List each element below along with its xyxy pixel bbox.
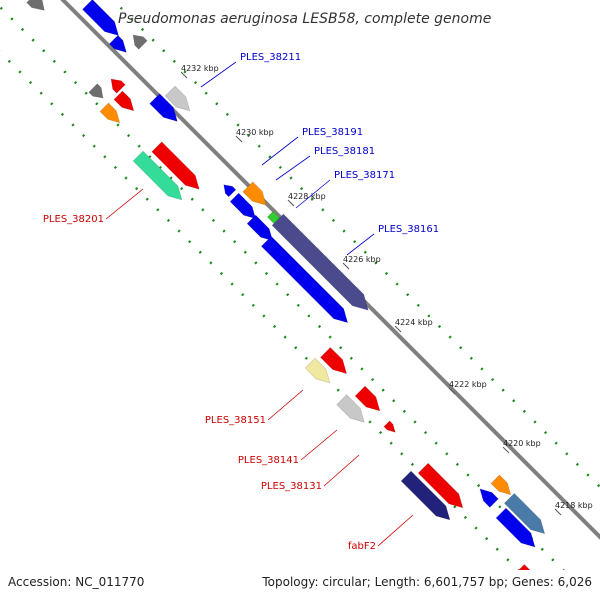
feature-gene-ples38131-red[interactable] bbox=[383, 420, 398, 435]
gene-label-text: PLES_38161 bbox=[378, 224, 439, 235]
tick-7: 4218 kbp bbox=[554, 501, 593, 516]
gene-label-forward-0[interactable]: PLES_38211 bbox=[200, 52, 301, 88]
tick-label-7: 4218 kbp bbox=[555, 501, 593, 510]
feature-gene-right-blue-a[interactable] bbox=[476, 485, 499, 508]
tick-label-5: 4222 kbp bbox=[449, 380, 487, 389]
gene-label-text: PLES_38141 bbox=[238, 455, 299, 466]
feature-gene-left-orange[interactable] bbox=[99, 102, 124, 127]
feature-gene-ples38161-slate[interactable] bbox=[271, 213, 374, 316]
tick-1: 4230 kbp bbox=[235, 128, 274, 143]
gene-label-forward-3[interactable]: PLES_38171 bbox=[295, 170, 395, 209]
gene-label-reverse-0[interactable]: PLES_38201 bbox=[43, 188, 144, 225]
feature-gene-cluster-orange[interactable] bbox=[242, 181, 271, 210]
tick-label-6: 4220 kbp bbox=[503, 439, 541, 448]
feature-gene-ples38151-yellow[interactable] bbox=[304, 357, 335, 388]
feature-gene-plesa-blue[interactable] bbox=[149, 93, 183, 127]
tick-label-1: 4230 kbp bbox=[236, 128, 274, 137]
feature-gene-cluster-blue-a[interactable] bbox=[220, 181, 237, 198]
feature-gene-ples38141-gray[interactable] bbox=[336, 394, 370, 428]
feature-gene-ples38161-blue[interactable] bbox=[260, 235, 352, 327]
gene-label-text: PLES_38171 bbox=[334, 170, 395, 181]
feature-gene-left-gray[interactable] bbox=[88, 83, 107, 102]
feature-gene-fabf2-navy[interactable] bbox=[400, 470, 455, 525]
feature-gene-bottom-gray[interactable] bbox=[495, 590, 515, 600]
feature-gene-left-red-b[interactable] bbox=[113, 90, 138, 115]
tick-6: 4220 kbp bbox=[502, 439, 541, 454]
track-inner-dotted bbox=[0, 50, 520, 570]
tick-0: 4232 kbp bbox=[180, 64, 219, 79]
tick-4: 4224 kbp bbox=[394, 318, 433, 333]
tick-2: 4228 kbp bbox=[287, 192, 326, 207]
tick-5: 4222 kbp bbox=[448, 380, 487, 395]
tick-label-2: 4228 kbp bbox=[288, 192, 326, 201]
tick-3: 4226 kbp bbox=[342, 255, 381, 270]
gene-label-text: PLES_38211 bbox=[240, 52, 301, 63]
feature-gene-top-blue-a[interactable] bbox=[82, 0, 123, 41]
gene-label-text: fabF2 bbox=[348, 541, 376, 552]
feature-gene-right-orange[interactable] bbox=[490, 474, 515, 499]
gene-label-reverse-2[interactable]: PLES_38141 bbox=[238, 429, 338, 466]
gene-label-text: PLES_38131 bbox=[261, 481, 322, 492]
track-reverse-dotted bbox=[0, 5, 565, 570]
feature-gene-ples38201-red[interactable] bbox=[151, 141, 204, 194]
feature-gene-left-red-a[interactable] bbox=[107, 75, 126, 94]
feature-gene-top-gray-a[interactable] bbox=[26, 0, 50, 15]
accession-text: Accession: NC_011770 bbox=[8, 575, 144, 589]
feature-gene-ples38141-red[interactable] bbox=[354, 385, 385, 416]
feature-gene-fabf2-red[interactable] bbox=[417, 462, 467, 512]
gene-label-text: PLES_38151 bbox=[205, 415, 266, 426]
feature-gene-top-gray-b[interactable] bbox=[129, 31, 148, 50]
gene-label-reverse-3[interactable]: PLES_38131 bbox=[261, 454, 360, 492]
feature-gene-right-steel[interactable] bbox=[503, 492, 549, 538]
feature-gene-cluster-blue-b[interactable] bbox=[229, 192, 260, 223]
gene-label-text: PLES_38181 bbox=[314, 146, 375, 157]
gene-label-reverse-4[interactable]: fabF2 bbox=[348, 514, 414, 552]
gene-label-forward-1[interactable]: PLES_38191 bbox=[261, 127, 363, 166]
gene-label-reverse-1[interactable]: PLES_38151 bbox=[205, 389, 304, 426]
gene-label-forward-4[interactable]: PLES_38161 bbox=[346, 224, 439, 256]
feature-gene-top-gray-c[interactable] bbox=[164, 85, 195, 116]
gene-label-text: PLES_38191 bbox=[302, 127, 363, 138]
feature-gene-right-blue-b[interactable] bbox=[495, 507, 540, 552]
feature-gene-top-blue-b[interactable] bbox=[108, 34, 130, 56]
genome-summary-text: Topology: circular; Length: 6,601,757 bp… bbox=[261, 575, 592, 589]
feature-gene-ples38201-mint[interactable] bbox=[132, 150, 187, 205]
tick-label-4: 4224 kbp bbox=[395, 318, 433, 327]
gene-label-text: PLES_38201 bbox=[43, 214, 104, 225]
feature-gene-ples38151-red[interactable] bbox=[320, 347, 351, 378]
tick-label-0: 4232 kbp bbox=[181, 64, 219, 73]
tick-label-3: 4226 kbp bbox=[343, 255, 381, 264]
feature-gene-cluster-blue-c[interactable] bbox=[246, 214, 277, 245]
gene-label-forward-2[interactable]: PLES_38181 bbox=[275, 146, 375, 181]
genome-title: Pseudomonas aeruginosa LESB58, complete … bbox=[118, 11, 491, 27]
